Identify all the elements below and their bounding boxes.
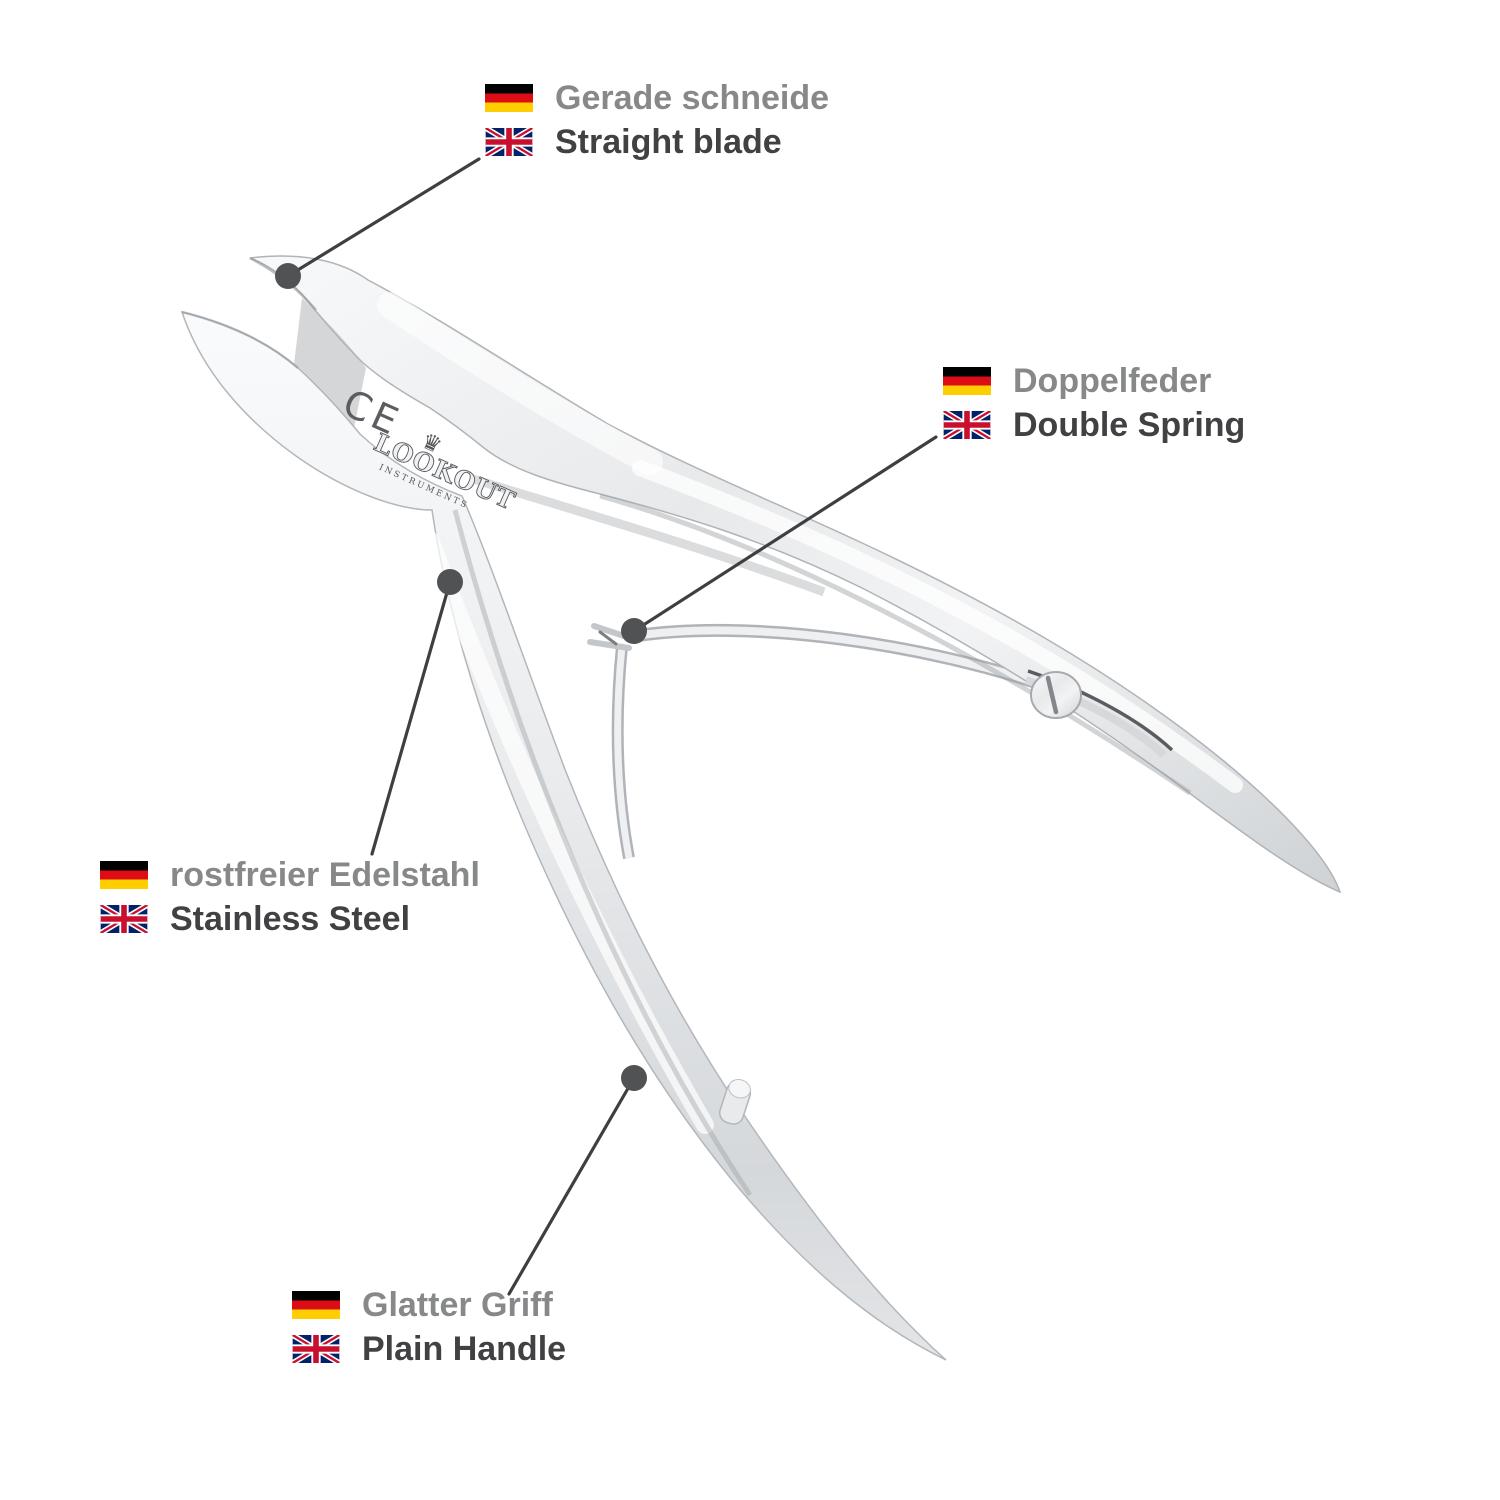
german-label: Doppelfeder	[1013, 362, 1212, 400]
lower-handle-seam	[452, 509, 753, 1197]
marker-dot-double-spring	[621, 618, 647, 644]
row-german: rostfreier Edelstahl	[100, 856, 480, 894]
row-german: Doppelfeder	[943, 362, 1245, 400]
annotation-block-straight-blade: Gerade schneide Straight blade	[485, 79, 830, 161]
row-english: Double Spring	[943, 406, 1246, 444]
uk-flag-icon	[485, 128, 533, 156]
uk-flag-icon	[100, 905, 148, 933]
row-english: Plain Handle	[292, 1330, 567, 1368]
english-label: Straight blade	[555, 123, 782, 161]
german-label: Glatter Griff	[362, 1286, 553, 1324]
german-flag-icon	[943, 367, 991, 395]
uk-flag-icon	[292, 1335, 340, 1363]
callout-lines	[286, 157, 938, 1296]
leader-line-plain-handle	[507, 1076, 636, 1296]
row-german: Gerade schneide	[485, 79, 830, 117]
english-label: Plain Handle	[362, 1330, 567, 1368]
annotation-block-double-spring: Doppelfeder Double Spring	[943, 362, 1246, 444]
upper-handle-seam	[599, 493, 1192, 796]
row-english: Stainless Steel	[100, 900, 480, 938]
german-label: rostfreier Edelstahl	[170, 856, 480, 894]
row-german: Glatter Griff	[292, 1286, 566, 1324]
annotation-block-stainless-steel: rostfreier Edelstahl Stainless Steel	[100, 856, 480, 938]
english-label: Double Spring	[1013, 406, 1246, 444]
uk-flag-icon	[943, 411, 991, 439]
german-label: Gerade schneide	[555, 79, 830, 117]
upper-handle-sheen	[632, 460, 1243, 793]
plate-sheen	[377, 292, 663, 475]
under-plate-shadow	[468, 473, 826, 597]
jaw-edge-line	[181, 310, 299, 369]
marker-dot-plain-handle	[621, 1065, 647, 1091]
lower-handle-sheen	[421, 531, 714, 1134]
spring-screw	[1024, 669, 1174, 758]
upper-handle	[249, 255, 1342, 894]
marker-dot-straight-blade	[275, 263, 301, 289]
german-flag-icon	[100, 861, 148, 889]
leader-line-stainless-steel	[370, 580, 452, 856]
german-flag-icon	[292, 1291, 340, 1319]
double-spring	[587, 623, 1055, 860]
row-english: Straight blade	[485, 123, 829, 161]
leader-line-straight-blade	[286, 157, 481, 278]
annotation-block-plain-handle: Glatter Griff Plain Handle	[292, 1286, 567, 1368]
leader-line-double-spring	[632, 435, 938, 633]
english-label: Stainless Steel	[170, 900, 411, 938]
callout-dots	[275, 263, 647, 1091]
handle-peg	[718, 1079, 752, 1125]
german-flag-icon	[485, 84, 533, 112]
marker-dot-stainless-steel	[437, 569, 463, 595]
jaw-mouth-shadow	[294, 298, 366, 428]
